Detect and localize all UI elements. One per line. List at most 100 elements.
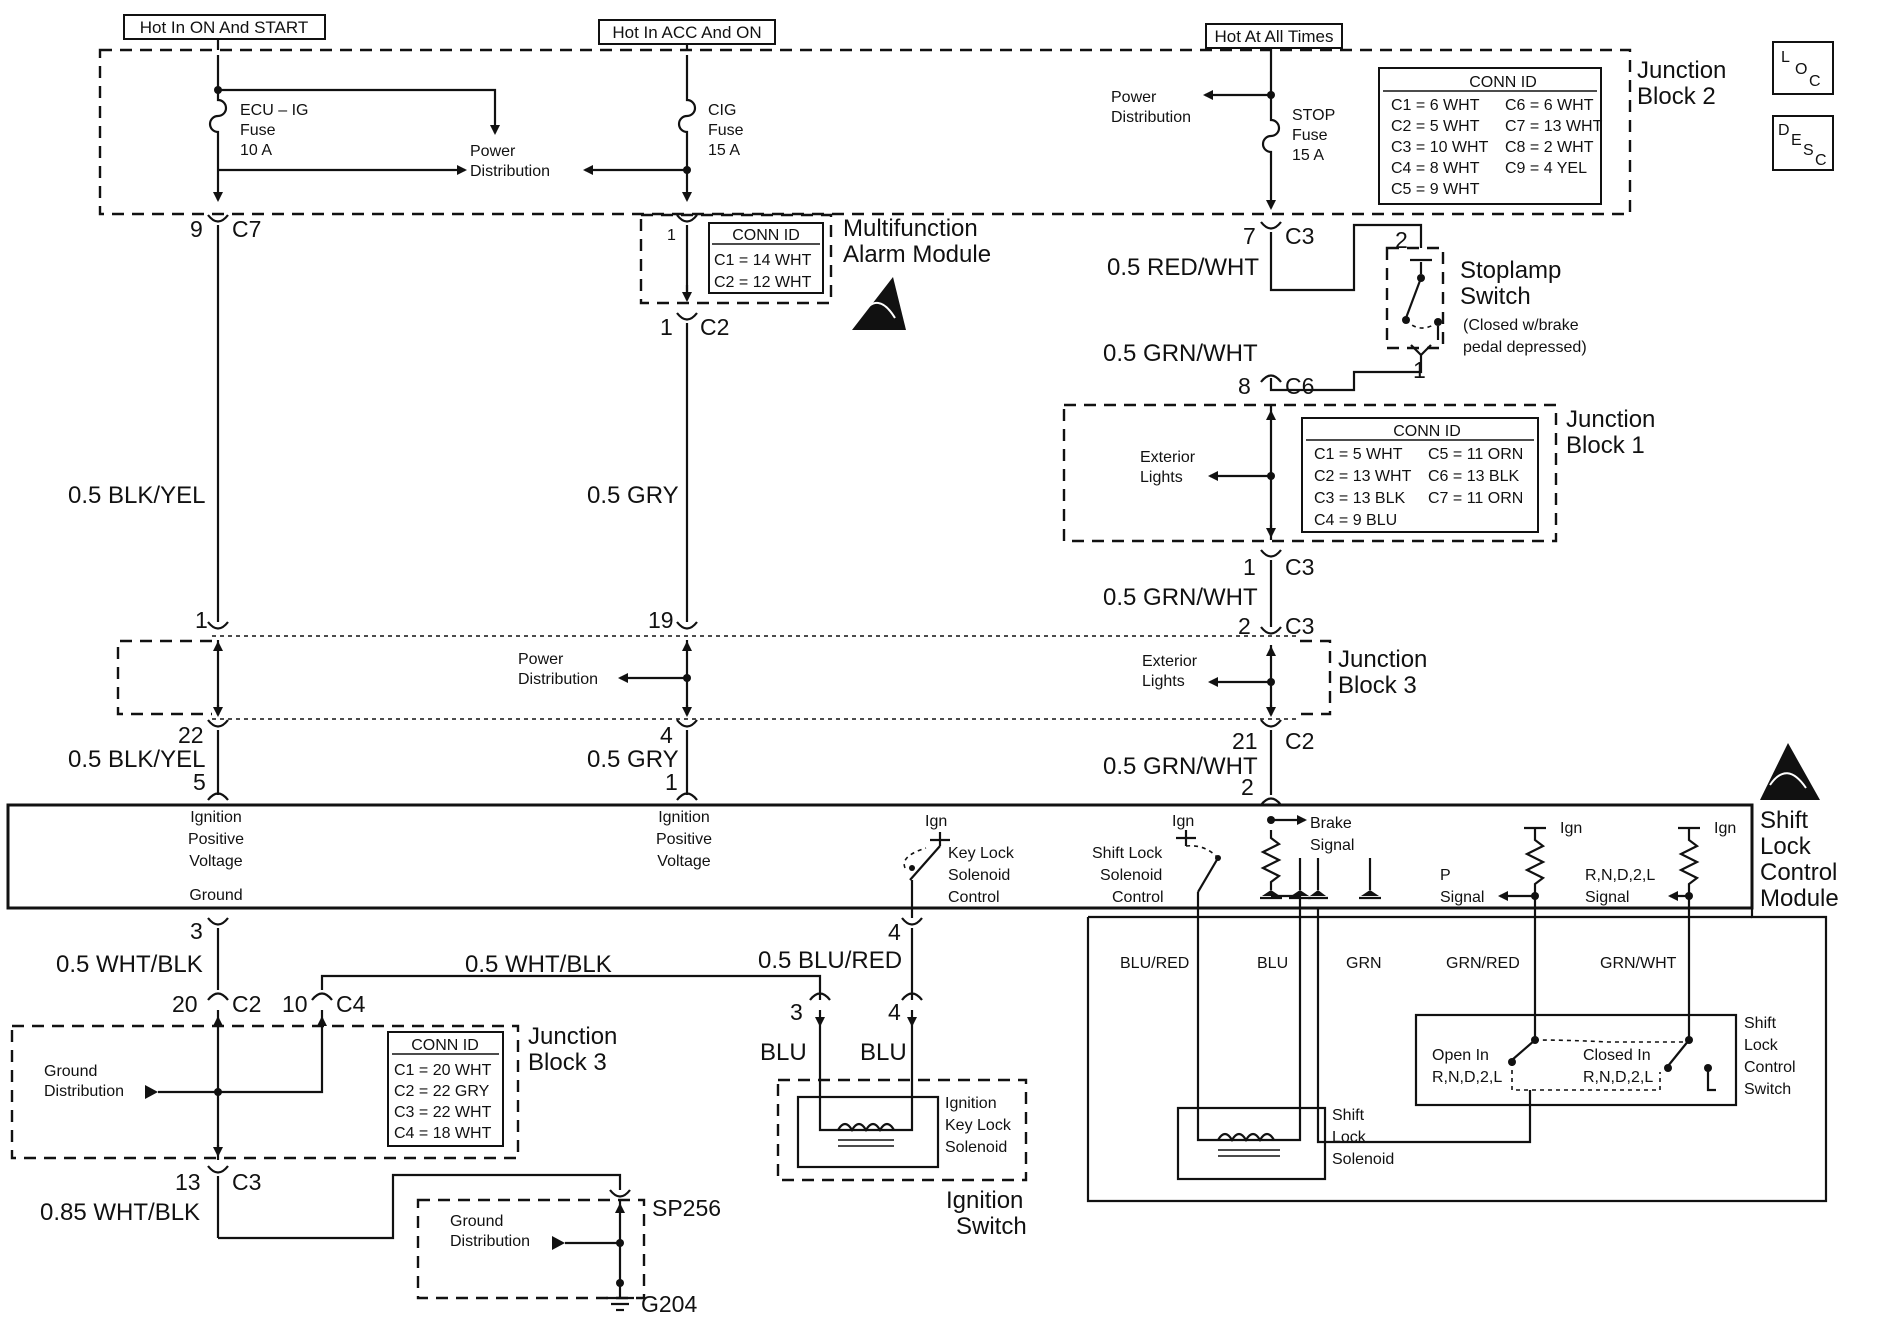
svg-text:Block 2: Block 2 xyxy=(1637,83,1716,110)
svg-text:Block 3: Block 3 xyxy=(528,1049,607,1076)
svg-text:Voltage: Voltage xyxy=(189,853,242,870)
svg-text:13: 13 xyxy=(175,1169,201,1195)
svg-text:Fuse: Fuse xyxy=(708,122,744,139)
junction-block-3-mid: Power Distribution Exterior Lights Junct… xyxy=(116,621,1427,720)
cig-fuse: CIG Fuse 15 A xyxy=(583,55,744,202)
svg-text:0.5 RED/WHT: 0.5 RED/WHT xyxy=(1107,254,1259,281)
svg-text:C9 = 4 YEL: C9 = 4 YEL xyxy=(1505,160,1587,177)
svg-text:15 A: 15 A xyxy=(708,142,740,159)
svg-text:Ign: Ign xyxy=(1560,820,1582,837)
svg-text:Distribution: Distribution xyxy=(470,163,550,180)
svg-text:Lock: Lock xyxy=(1760,833,1812,860)
svg-text:20: 20 xyxy=(172,991,198,1017)
svg-text:C7 = 11 ORN: C7 = 11 ORN xyxy=(1428,490,1523,507)
svg-text:Ignition: Ignition xyxy=(658,809,710,826)
svg-text:Positive: Positive xyxy=(656,831,712,848)
svg-text:Ground: Ground xyxy=(450,1213,503,1230)
svg-text:4: 4 xyxy=(888,919,901,945)
svg-text:0.5 WHT/BLK: 0.5 WHT/BLK xyxy=(56,951,203,978)
svg-text:15 A: 15 A xyxy=(1292,147,1324,164)
left-column-wiring: 9 C7 0.5 BLK/YEL 1 xyxy=(68,214,261,633)
svg-text:C2: C2 xyxy=(1285,728,1314,754)
svg-text:Exterior: Exterior xyxy=(1140,449,1196,466)
svg-text:C2: C2 xyxy=(700,314,729,340)
svg-text:C4 = 18 WHT: C4 = 18 WHT xyxy=(394,1125,492,1142)
svg-text:Signal: Signal xyxy=(1585,889,1629,906)
desc-badge[interactable]: D E S C xyxy=(1772,115,1834,171)
svg-text:0.85 WHT/BLK: 0.85 WHT/BLK xyxy=(40,1199,200,1226)
svg-text:1: 1 xyxy=(195,607,208,633)
loc-badge[interactable]: L O C xyxy=(1772,41,1834,95)
svg-text:Open In: Open In xyxy=(1432,1047,1489,1064)
svg-text:Control: Control xyxy=(948,889,1000,906)
svg-text:Junction: Junction xyxy=(1566,406,1655,433)
svg-text:BLU: BLU xyxy=(860,1039,907,1066)
svg-text:Power: Power xyxy=(518,651,564,668)
svg-text:GRN/WHT: GRN/WHT xyxy=(1600,955,1677,972)
svg-text:CONN ID: CONN ID xyxy=(411,1037,479,1054)
svg-text:C8 = 2 WHT: C8 = 2 WHT xyxy=(1505,139,1594,156)
svg-text:1: 1 xyxy=(667,227,676,244)
svg-text:Ground: Ground xyxy=(44,1063,97,1080)
svg-text:C1 = 20 WHT: C1 = 20 WHT xyxy=(394,1062,492,1079)
svg-text:22: 22 xyxy=(178,722,204,748)
svg-text:Ign: Ign xyxy=(1172,813,1194,830)
svg-text:BLU: BLU xyxy=(760,1039,807,1066)
svg-text:10 A: 10 A xyxy=(240,142,272,159)
svg-text:1: 1 xyxy=(665,769,678,795)
stoplamp-switch: 2 1 Stoplamp Switch (Closed w/brake peda… xyxy=(1385,227,1587,383)
multifunction-alarm-module: 1 CONN ID C1 = 14 WHT C2 = 12 WHT Multif… xyxy=(639,213,991,340)
svg-text:Solenoid: Solenoid xyxy=(1332,1151,1394,1168)
svg-text:BLU/RED: BLU/RED xyxy=(1120,955,1189,972)
svg-text:Ignition: Ignition xyxy=(190,809,242,826)
svg-text:C6 = 6 WHT: C6 = 6 WHT xyxy=(1505,97,1594,114)
svg-text:Ignition: Ignition xyxy=(945,1095,997,1112)
svg-text:R,N,D,2,L: R,N,D,2,L xyxy=(1583,1069,1653,1086)
svg-text:Solenoid: Solenoid xyxy=(1100,867,1162,884)
svg-text:0.5 GRY: 0.5 GRY xyxy=(587,482,679,509)
svg-text:Block 1: Block 1 xyxy=(1566,432,1645,459)
svg-text:C2 = 22 GRY: C2 = 22 GRY xyxy=(394,1083,490,1100)
svg-text:Junction: Junction xyxy=(1338,646,1427,673)
svg-text:Distribution: Distribution xyxy=(1111,109,1191,126)
hot-acc-on-tag: Hot In ACC And ON xyxy=(598,19,776,45)
svg-text:21: 21 xyxy=(1232,728,1258,754)
lower-right-section: BLU/RED BLU GRN GRN/RED GRN/WHT Shift Lo… xyxy=(1086,894,1828,1203)
svg-text:Key Lock: Key Lock xyxy=(948,845,1015,862)
svg-text:Lock: Lock xyxy=(1332,1129,1367,1146)
svg-text:Hot In ON And START: Hot In ON And START xyxy=(140,18,309,37)
svg-text:Ign: Ign xyxy=(925,813,947,830)
junction-block-2: Junction Block 2 ECU – IG Fuse 10 A Powe… xyxy=(98,39,1726,216)
svg-text:Control: Control xyxy=(1760,859,1837,886)
svg-text:0.5 GRN/WHT: 0.5 GRN/WHT xyxy=(1103,340,1258,367)
svg-text:Closed In: Closed In xyxy=(1583,1047,1651,1064)
svg-text:19: 19 xyxy=(648,607,674,633)
svg-text:C3 = 22 WHT: C3 = 22 WHT xyxy=(394,1104,492,1121)
svg-text:Solenoid: Solenoid xyxy=(948,867,1010,884)
svg-text:Block 3: Block 3 xyxy=(1338,672,1417,699)
svg-text:Hot In ACC And ON: Hot In ACC And ON xyxy=(612,23,761,42)
svg-text:R,N,D,2,L: R,N,D,2,L xyxy=(1585,867,1655,884)
svg-text:GRN/RED: GRN/RED xyxy=(1446,955,1520,972)
svg-text:Junction: Junction xyxy=(528,1023,617,1050)
svg-text:Hot At All Times: Hot At All Times xyxy=(1214,27,1333,46)
svg-text:5: 5 xyxy=(193,769,206,795)
svg-text:C3: C3 xyxy=(1285,613,1314,639)
esd-warning-icon xyxy=(852,277,906,330)
svg-text:pedal depressed): pedal depressed) xyxy=(1463,339,1587,356)
svg-text:C3: C3 xyxy=(1285,223,1314,249)
hot-all-times-tag: Hot At All Times xyxy=(1205,23,1343,49)
junction-block-1: Exterior Lights CONN ID C1 = 5 WHT C5 = … xyxy=(1062,403,1655,543)
svg-text:Junction: Junction xyxy=(1637,57,1726,84)
jb2-conn-id-table: CONN ID C1 = 6 WHT C6 = 6 WHT C2 = 5 WHT… xyxy=(1378,67,1603,205)
svg-text:C3: C3 xyxy=(1285,554,1314,580)
svg-text:Signal: Signal xyxy=(1310,837,1354,854)
svg-text:0.5 BLU/RED: 0.5 BLU/RED xyxy=(758,947,902,974)
svg-text:C6: C6 xyxy=(1285,373,1314,399)
svg-text:CIG: CIG xyxy=(708,102,736,119)
hot-on-start-tag: Hot In ON And START xyxy=(123,14,326,40)
svg-text:Module: Module xyxy=(1760,885,1839,912)
shift-lock-control-module: Shift Lock Control Module Ignition Posit… xyxy=(6,803,1839,912)
svg-text:Switch: Switch xyxy=(956,1213,1027,1240)
svg-text:Exterior: Exterior xyxy=(1142,653,1198,670)
